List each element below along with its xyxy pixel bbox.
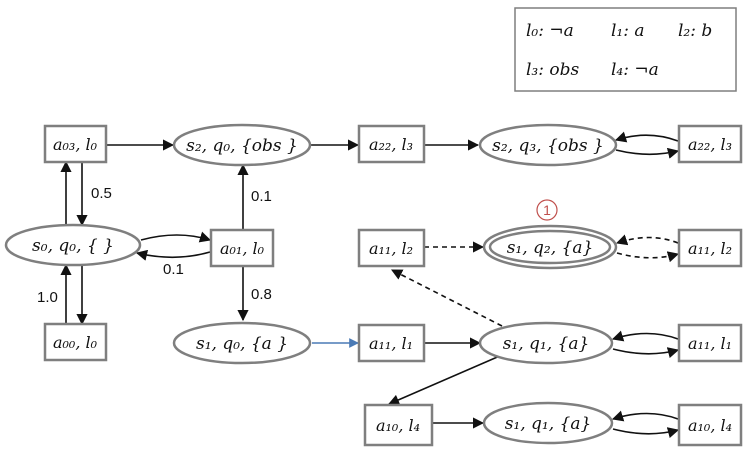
- node-s1-q1-a-lower: [482, 401, 614, 445]
- legend-item-l3: l₃: obs: [526, 60, 580, 80]
- node-s0-q0: [4, 223, 142, 267]
- node-a11-l2-left-label: a₁₁, l₂: [369, 239, 413, 258]
- node-a11-l2-right-label: a₁₁, l₂: [688, 239, 732, 258]
- node-a10-l4-right-label: a₁₀, l₄: [688, 416, 732, 435]
- node-s1-q2-a-label: s₁, q₂, {a}: [507, 238, 594, 258]
- node-s1-q2-a: [488, 229, 612, 265]
- prob-label-a00-s0: 1.0: [37, 289, 58, 306]
- action-nodes: a₀₃, l₀ a₀₀, l₀ a₀₁, l₀ a₂₂, l₃ a₂₂, l₃ …: [43, 124, 743, 447]
- edge-a10l4r-to-s1q1lower: [611, 410, 679, 422]
- node-a11-l1-left-label: a₁₁, l₁: [369, 334, 413, 353]
- edge-s1q1-to-a11l2: [391, 269, 503, 327]
- edge-a11l1r-to-s1q1: [611, 330, 679, 342]
- prob-label-a01-s0: 0.1: [163, 261, 184, 278]
- accepting-marker: 1: [536, 199, 558, 221]
- edge-a01-to-s0: [135, 249, 211, 261]
- legend-item-l4: l₄: ¬a: [611, 60, 659, 80]
- node-a11-l1-left: [357, 323, 426, 363]
- edge-a11l2r-to-s1q2: [615, 234, 679, 246]
- node-a11-l2-right: [677, 228, 743, 268]
- node-a00-l0: [43, 322, 108, 362]
- node-a22-l3-left-label: a₂₂, l₃: [369, 135, 413, 154]
- node-a22-l3-right-label: a₂₂, l₃: [688, 135, 732, 154]
- legend-box: [514, 7, 737, 92]
- edge-labels: 0.5 0.1 0.1 0.8 1.0: [37, 185, 272, 306]
- node-a10-l4-left-label: a₁₀, l₄: [376, 416, 420, 435]
- node-a11-l1-right: [677, 323, 743, 363]
- state-nodes: s₀, q₀, { } s₂, q₀, {obs } s₁, q₀, {a } …: [4, 123, 618, 445]
- edge-s1q1-to-a10l4: [387, 354, 503, 406]
- node-a11-l2-left: [357, 228, 426, 268]
- node-a01-l0-label: a₀₁, l₀: [220, 239, 265, 258]
- legend: l₀: ¬a l₁: a l₂: b l₃: obs l₄: ¬a: [514, 7, 737, 92]
- node-a00-l0-label: a₀₀, l₀: [53, 333, 98, 352]
- node-s1-q0-a: [172, 321, 312, 365]
- node-s2-q0-obs: [172, 123, 312, 167]
- node-a03-l0-label: a₀₃, l₀: [53, 135, 98, 154]
- node-s1-q1-a-lower-label: s₁, q₁, {a}: [505, 414, 592, 434]
- node-s1-q1-a-upper: [478, 321, 614, 365]
- node-a22-l3-left: [357, 124, 426, 164]
- node-a10-l4-right: [677, 403, 743, 447]
- legend-item-l2: l₂: b: [678, 21, 712, 41]
- edge-s2q3-to-a22r: [615, 147, 680, 159]
- node-a11-l1-right-label: a₁₁, l₁: [688, 334, 732, 353]
- edge-s1q1-to-a11l1r: [612, 347, 680, 359]
- marker-circle: [536, 199, 558, 221]
- node-a10-l4-left: [363, 403, 434, 447]
- edge-s1q1lower-to-a10l4r: [612, 427, 680, 439]
- node-s2-q3-obs: [478, 123, 618, 167]
- node-s1-q1-a-upper-label: s₁, q₁, {a}: [503, 334, 590, 354]
- node-a22-l3-right: [677, 124, 743, 164]
- node-a01-l0: [209, 228, 275, 268]
- edges: [60, 131, 680, 439]
- prob-label-a01-s1: 0.8: [251, 286, 272, 303]
- node-s2-q3-obs-label: s₂, q₃, {obs }: [492, 136, 604, 156]
- node-s2-q0-obs-label: s₂, q₀, {obs }: [186, 136, 298, 156]
- edge-a22r-to-s2q3: [614, 131, 679, 143]
- prob-label-a03-s0: 0.5: [91, 185, 112, 202]
- edge-s1q2-to-a11l2r: [616, 251, 680, 263]
- legend-item-l1: l₁: a: [611, 21, 645, 41]
- marker-number: 1: [543, 202, 551, 218]
- node-s1-q0-a-label: s₁, q₀, {a }: [196, 334, 288, 354]
- legend-item-l0: l₀: ¬a: [526, 21, 574, 41]
- node-s0-q0-label: s₀, q₀, { }: [32, 236, 114, 256]
- node-a03-l0: [43, 124, 108, 164]
- prob-label-a01-s2: 0.1: [251, 188, 272, 205]
- edge-s0-to-a01: [140, 231, 212, 243]
